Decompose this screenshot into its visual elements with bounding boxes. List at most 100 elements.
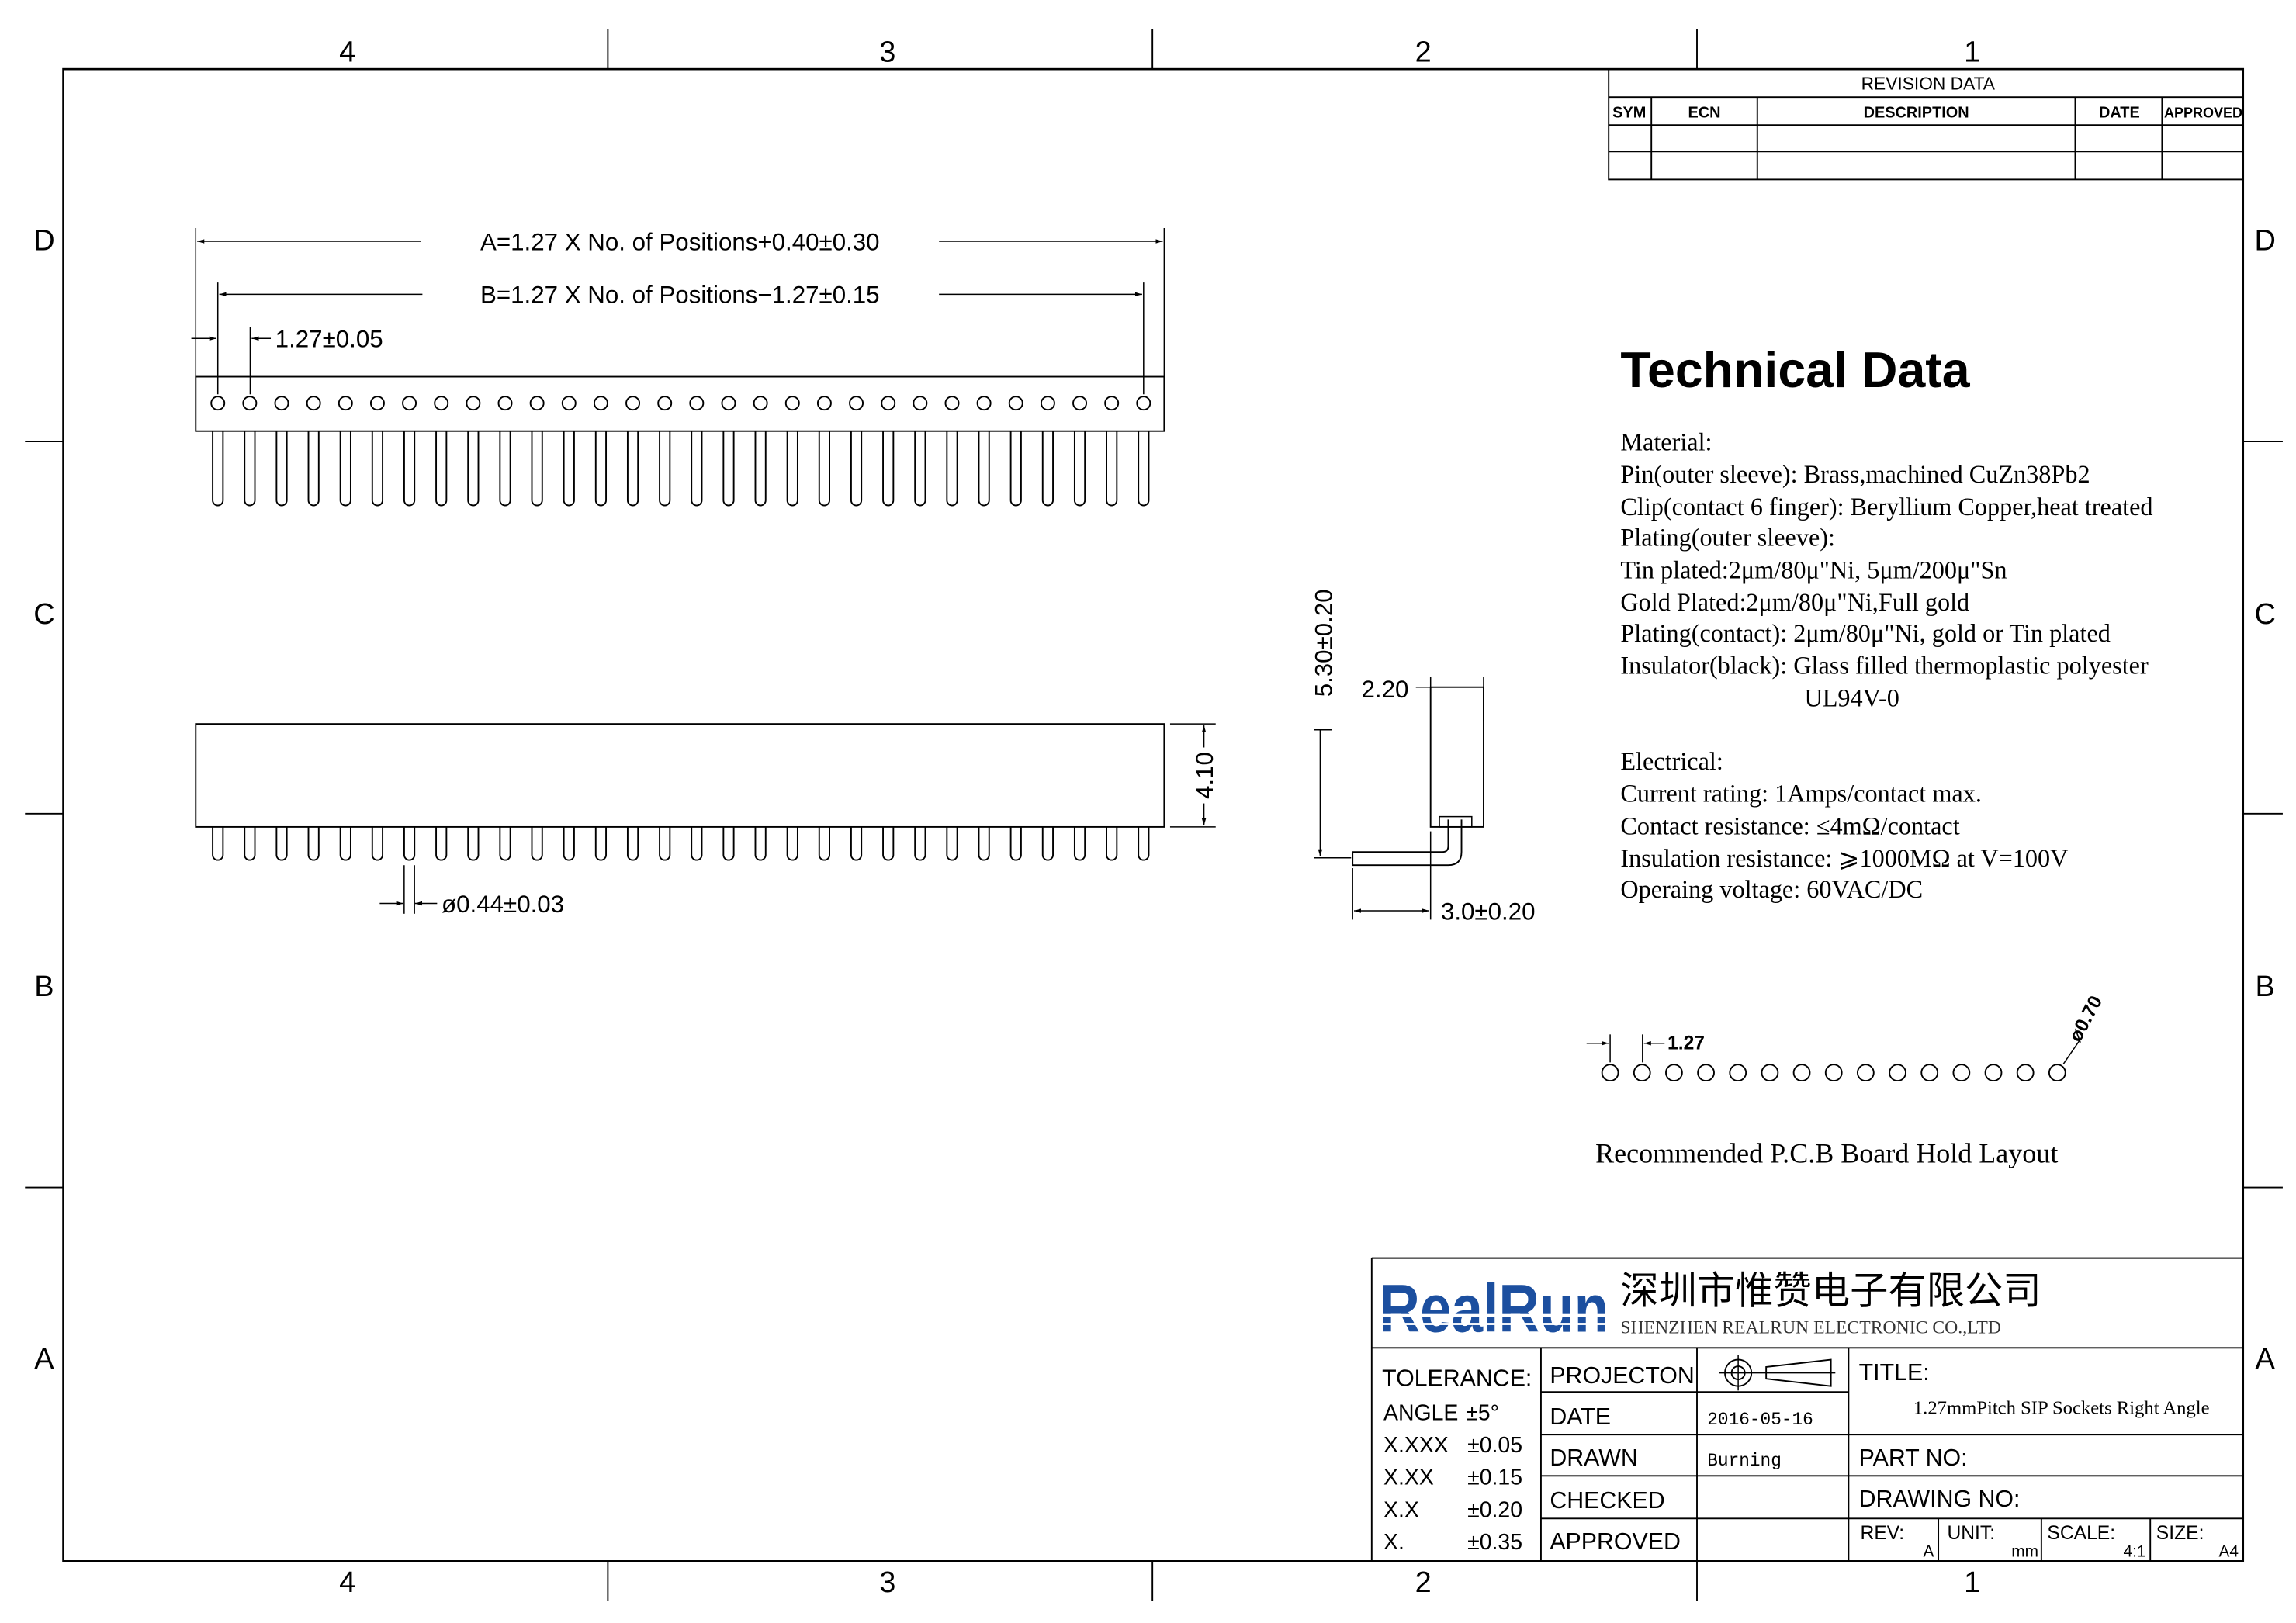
tolerance-value: ±0.15 [1467, 1466, 1522, 1490]
socket-body-profile [1429, 686, 1484, 828]
pin-side-view [563, 826, 575, 861]
pcb-hole [1697, 1064, 1715, 1082]
tolerance-value: ±0.05 [1467, 1433, 1522, 1458]
zone-row-label: A [2256, 1343, 2276, 1376]
pin-top-view [978, 431, 990, 507]
pin-top-view [1041, 431, 1054, 507]
contact-hole [625, 396, 641, 411]
pcb-hole-diameter-label: ø0.70 [2066, 992, 2107, 1045]
pcb-hole [1665, 1064, 1683, 1082]
company-name-english: SHENZHEN REALRUN ELECTRONIC CO.,LTD [1620, 1317, 2001, 1338]
zone-row-label: C [2254, 598, 2275, 631]
revision-header-approved: APPROVED [2164, 106, 2242, 121]
tolerance-name: X. [1383, 1530, 1404, 1555]
pin-side-view [978, 826, 990, 861]
material-line: UL94V-0 [1804, 683, 1899, 711]
pin-side-view [659, 826, 671, 861]
technical-data: Technical Data Material: Pin(outer sleev… [1620, 342, 2152, 903]
pin-top-view [339, 431, 351, 507]
pin-top-view [914, 431, 926, 507]
pcb-hole [1889, 1064, 1906, 1082]
tolerance-value: ±0.35 [1467, 1530, 1522, 1555]
projection-cone [1765, 1358, 1832, 1387]
pin-top-view [691, 431, 703, 507]
pcb-hole [1601, 1064, 1619, 1082]
side-view: 4.10 ø0.44±0.03 [195, 723, 1218, 918]
pin-side-view [244, 826, 256, 861]
pin-side-view [850, 826, 863, 861]
contact-hole [849, 396, 864, 411]
zone-row-label: C [33, 598, 54, 631]
pin-top-view [467, 431, 480, 507]
zone-column-label: 3 [879, 36, 895, 69]
pin-top-view [818, 431, 831, 507]
contact-hole [753, 396, 768, 411]
pin-entry-notch [1439, 815, 1473, 828]
contact-hole [976, 396, 992, 411]
unit-value: mm [2011, 1543, 2038, 1561]
pin-top-view [371, 431, 384, 507]
contact-hole [1008, 396, 1023, 411]
drawing-title: 1.27mmPitch SIP Sockets Right Angle [1913, 1398, 2210, 1419]
scale-label: SCALE: [2047, 1523, 2115, 1544]
company-logo: RealRun [1376, 1271, 1612, 1346]
revision-header-description: DESCRIPTION [1864, 105, 1969, 122]
date-value: 2016-05-16 [1707, 1410, 1813, 1430]
pin-side-view [371, 826, 384, 861]
contact-hole [242, 396, 258, 411]
zone-column-label: 4 [339, 36, 355, 69]
pin-top-view [1106, 431, 1118, 507]
contact-hole [434, 396, 449, 411]
pcb-pitch-label: 1.27 [1667, 1033, 1705, 1054]
zone-column-label: 1 [1964, 36, 1980, 69]
contact-hole [369, 396, 385, 411]
drawn-label: DRAWN [1550, 1445, 1637, 1471]
electrical-line: Electrical: [1620, 747, 1723, 775]
material-line: Insulator(black): Glass filled thermopla… [1620, 652, 2149, 680]
pin-side-view [946, 826, 958, 861]
contact-hole [816, 396, 832, 411]
electrical-line: Insulation resistance: ⩾1000MΩ at V=100V [1620, 844, 2068, 872]
contact-hole [593, 396, 608, 411]
material-line: Pin(outer sleeve): Brass,machined CuZn38… [1620, 460, 2090, 488]
pin-side-view [339, 826, 351, 861]
pin-top-view [786, 431, 798, 507]
tolerance-name: X.XXX [1383, 1433, 1449, 1458]
material-line: Material: [1620, 427, 1712, 455]
cross-section-view: 5.30±0.20 2.20 3.0±0.20 [1311, 589, 1536, 925]
pin-side-view [467, 826, 480, 861]
pcb-hole [1633, 1064, 1651, 1082]
contact-hole [689, 396, 705, 411]
tolerance-name: X.X [1383, 1497, 1419, 1522]
drawing-frame: 4 3 2 1 4 3 2 1 D C B A D C B A [25, 29, 2283, 1601]
pin-side-view [914, 826, 926, 861]
technical-data-title: Technical Data [1620, 342, 1970, 398]
pcb-hole [1952, 1064, 1971, 1082]
dimension-pin-diameter-label: ø0.44±0.03 [442, 891, 564, 918]
pin-side-view [499, 826, 511, 861]
scale-value: 4:1 [2124, 1543, 2146, 1561]
revision-header-date: DATE [2099, 105, 2140, 122]
pin-top-view [435, 431, 448, 507]
contact-hole [1072, 396, 1088, 411]
pin-side-view [1106, 826, 1118, 861]
pin-top-view [594, 431, 608, 507]
pin-side-view [722, 826, 735, 861]
pcb-layout-caption: Recommended P.C.B Board Hold Layout [1595, 1137, 2058, 1168]
pcb-hole [1824, 1064, 1843, 1082]
rev-value: A [1923, 1543, 1934, 1561]
socket-body-side [195, 723, 1165, 828]
material-line: Gold Plated:2μm/80μ"Ni,Full gold [1620, 588, 1969, 616]
pin-side-view [307, 826, 320, 861]
dimension-a-label: A=1.27 X No. of Positions+0.40±0.30 [480, 228, 880, 255]
pin-top-view [946, 431, 958, 507]
material-line: Plating(contact): 2μm/80μ"Ni, gold or Ti… [1620, 619, 2111, 647]
pins-top-view [212, 431, 1150, 507]
contact-hole [657, 396, 673, 411]
pin-top-view [244, 431, 256, 507]
rev-label: REV: [1861, 1523, 1905, 1544]
dimension-body-width-label: 2.20 [1362, 676, 1409, 703]
contact-hole [913, 396, 928, 411]
company-name-chinese: 深圳市惟赞电子有限公司 [1620, 1269, 2041, 1312]
electrical-line: Contact resistance: ≤4mΩ/contact [1620, 812, 1959, 839]
